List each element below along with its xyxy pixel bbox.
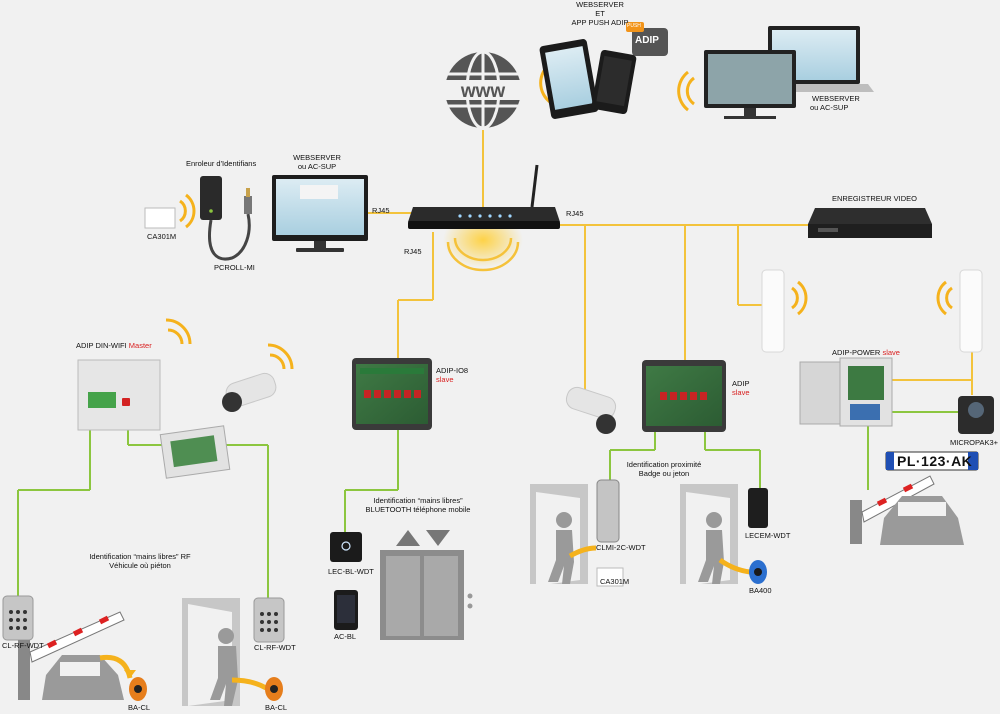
- door-pedestrian-lecem: [680, 484, 768, 586]
- label-micropak: MICROPAK3+: [950, 438, 998, 447]
- elevator: [380, 530, 473, 640]
- adip-board: [642, 360, 726, 432]
- push-badge: PUSH: [627, 23, 641, 29]
- label-webserver-app-line3: APP PUSH ADIP: [571, 18, 629, 27]
- label-adip-role: slave: [732, 388, 750, 397]
- label-din-wifi: ADIP DIN-WIFI Master: [76, 341, 152, 350]
- door-pedestrian-left: [182, 598, 283, 706]
- label-handsfree-rf-line2: Véhicule où piéton: [109, 561, 171, 570]
- label-clmi: CLMI-2C-WDT: [596, 543, 646, 552]
- tablet-phone-devices: [539, 22, 668, 119]
- keypad-left: [2, 595, 34, 641]
- barrier-car-right: [850, 475, 964, 545]
- label-adip-io8: ADIP-IO8: [436, 366, 469, 375]
- license-plate: [885, 451, 979, 471]
- wifi-antenna-2: [936, 269, 983, 353]
- license-plate-text: PL·123·AK: [897, 453, 973, 469]
- enrollment-reader: [144, 176, 252, 261]
- bluetooth-phone: [334, 590, 358, 630]
- din-wifi-module: [77, 318, 231, 479]
- door-pedestrian-clmi: [530, 479, 624, 587]
- adip-power-cabinet: [799, 357, 893, 427]
- micropak-camera: [958, 396, 994, 434]
- label-rj45-bottom: RJ45: [404, 247, 422, 256]
- label-webserver-top-right-line1: WEBSERVER: [812, 94, 860, 103]
- label-webserver-app-line2: ET: [595, 9, 605, 18]
- label-adip-power: ADIP-POWER slave: [832, 348, 900, 357]
- label-ac-bl: AC-BL: [334, 632, 357, 641]
- laptop-monitor-devices: [677, 26, 874, 119]
- label-webserver-app-line1: WEBSERVER: [576, 0, 624, 9]
- label-cl-rf-middle: CL-RF-WDT: [254, 643, 296, 652]
- label-handsfree-bt-line2: BLUETOOTH téléphone mobile: [365, 505, 471, 514]
- label-ba400: BA400: [749, 586, 772, 595]
- bluetooth-reader: [330, 532, 362, 562]
- label-ca301m-bottom: CA301M: [600, 577, 630, 586]
- label-rj45-right: RJ45: [566, 209, 584, 218]
- wifi-antenna-1: [761, 269, 808, 353]
- adip-io8-board: [352, 358, 432, 430]
- label-webserver-left-line2: ou AC-SUP: [297, 162, 337, 171]
- svg-text:www: www: [460, 81, 506, 102]
- label-webserver-top-right-line2: ou AC-SUP: [810, 103, 849, 112]
- label-video-recorder: ENREGISTREUR VIDEO: [832, 194, 918, 203]
- webserver-monitor: [272, 175, 368, 252]
- keypad-middle: [253, 597, 285, 643]
- label-cl-rf-left: CL-RF-WDT: [2, 641, 44, 650]
- label-enroller: Enroleur d'Identifians: [186, 159, 257, 168]
- adip-app-badge: ADIP: [635, 35, 659, 46]
- label-ca301m-top: CA301M: [147, 232, 177, 241]
- label-proximity-line2: Badge ou jeton: [638, 469, 690, 478]
- bus-links: [17, 411, 960, 600]
- label-ba-cl-middle: BA-CL: [265, 703, 288, 712]
- label-ba-cl-left: BA-CL: [128, 703, 151, 712]
- label-webserver-left-line1: WEBSERVER: [293, 153, 341, 162]
- label-pcroll: PCROLL-MI: [214, 263, 255, 272]
- video-recorder: [808, 208, 932, 238]
- label-proximity-line1: Identification proximité: [626, 460, 702, 469]
- camera-wired: [565, 386, 617, 434]
- label-adip: ADIP: [732, 379, 750, 388]
- barrier-car-left: [18, 611, 147, 701]
- label-handsfree-bt-line1: Identification “mains libres”: [373, 496, 463, 505]
- router: [408, 164, 560, 272]
- internet-globe-icon: www: [440, 50, 526, 130]
- label-lecem: LECEM-WDT: [745, 531, 791, 540]
- label-adip-io8-role: slave: [436, 375, 454, 384]
- label-handsfree-rf-line1: Identification “mains libres” RF: [89, 552, 191, 561]
- label-rj45-left: RJ45: [372, 206, 390, 215]
- label-lec-bl: LEC-BL-WDT: [328, 567, 374, 576]
- camera-wifi: [222, 343, 294, 412]
